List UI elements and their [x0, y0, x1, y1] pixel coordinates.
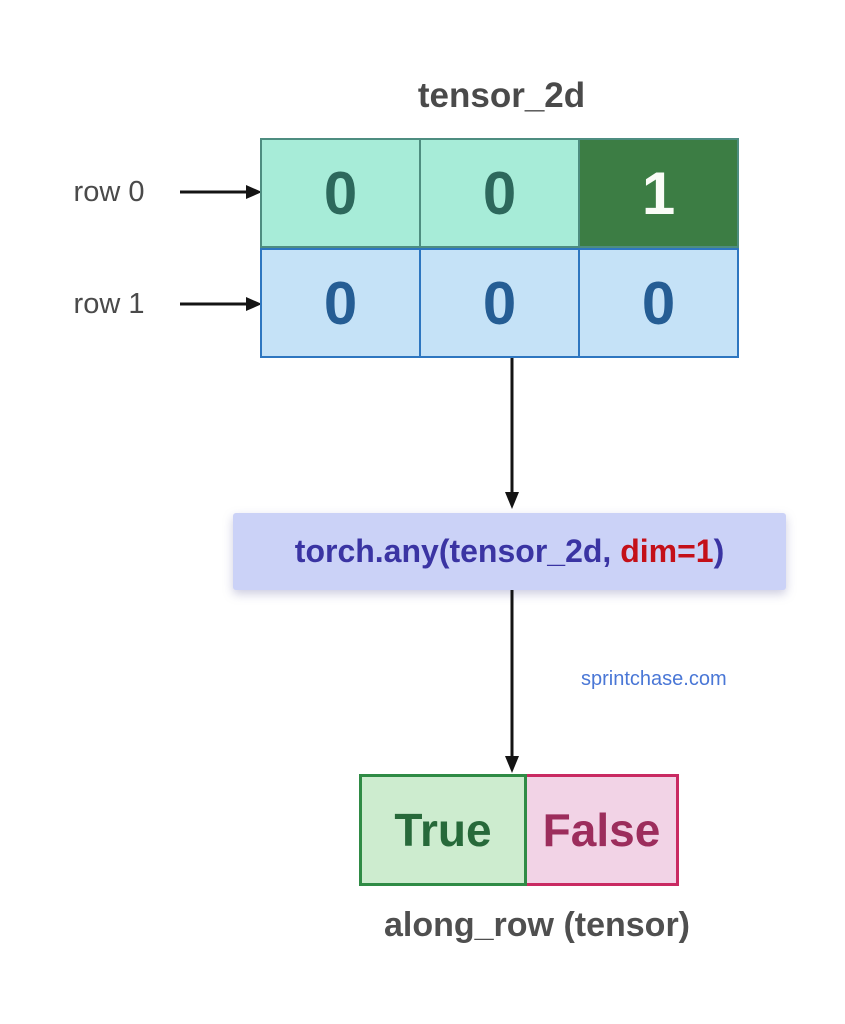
tensor-2d-grid: 0 0 1 0 0 0: [260, 138, 739, 358]
op-code-suffix: ): [713, 533, 725, 569]
tensor-cell: 0: [260, 248, 421, 358]
tensor-cell-true-hit: 1: [578, 138, 739, 248]
op-to-result-arrow-icon: [505, 590, 519, 773]
op-code-prefix: torch.any(tensor_2d,: [294, 533, 621, 569]
op-code-dim-arg: dim=1: [620, 533, 714, 569]
tensor-cell: 0: [578, 248, 739, 358]
tensor-2d-title: tensor_2d: [417, 76, 586, 115]
grid-to-op-arrow-icon: [505, 358, 519, 509]
torch-any-code-box: torch.any(tensor_2d, dim=1): [233, 513, 786, 590]
tensor-cell: 0: [419, 138, 580, 248]
result-caption: along_row (tensor): [383, 906, 691, 944]
row-0-arrow-icon: [180, 185, 262, 199]
row-1-label: row 1: [73, 288, 145, 320]
tensor-cell: 0: [419, 248, 580, 358]
tensor-row-1: 0 0 0: [260, 248, 739, 358]
row-1-arrow-icon: [180, 297, 262, 311]
result-tensor: True False: [359, 774, 679, 886]
result-cell-true: True: [359, 774, 527, 886]
tensor-cell: 0: [260, 138, 421, 248]
watermark: sprintchase.com: [581, 668, 727, 690]
tensor-row-0: 0 0 1: [260, 138, 739, 248]
row-0-label: row 0: [73, 176, 145, 208]
result-cell-false: False: [524, 774, 679, 886]
